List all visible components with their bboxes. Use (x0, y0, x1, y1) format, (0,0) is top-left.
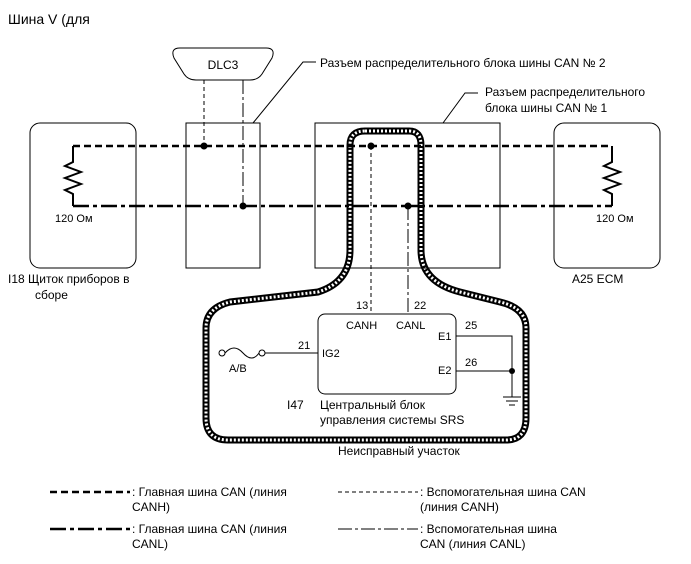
dlc3-label: DLC3 (208, 58, 239, 72)
srs-pin-canl: 22 (414, 300, 426, 312)
left-resistor (62, 146, 84, 206)
srs-terminal-e1: E1 (438, 331, 451, 343)
legend-main-canh-line2: CANH) (132, 500, 170, 514)
srs-unit-box (317, 313, 457, 395)
jb1-label-line2: блока шины CAN № 1 (485, 101, 607, 115)
instrument-cluster-box (29, 122, 137, 269)
junction-block-1-box (314, 122, 501, 269)
srs-name-line2: управления системы SRS (320, 413, 464, 427)
legend-aux-canl-line2: CAN (линия CANL) (420, 537, 526, 551)
jb1-label-leader (442, 92, 478, 124)
srs-e1-wire (456, 335, 513, 397)
jb1-label-line1: Разъем распределительного (485, 85, 645, 99)
junction-block-2-box (185, 122, 261, 269)
instrument-cluster-label-line1: I18 Щиток приборов в (8, 272, 129, 286)
legend-aux-canh-line2: (линия CANH) (420, 500, 499, 514)
srs-code: I47 (287, 398, 304, 412)
ecm-label: A25 ECM (572, 272, 623, 286)
right-resistor (601, 146, 623, 206)
right-resistor-value: 120 Ом (596, 213, 634, 225)
jb2-label-leader (252, 61, 316, 124)
srs-name-line1: Центральный блок (320, 398, 426, 412)
srs-terminal-canh: CANH (346, 320, 377, 332)
fuse-icon (218, 347, 266, 359)
jb2-canl-junction (239, 202, 247, 210)
fuse-label: A/B (229, 363, 247, 375)
srs-pin-e1: 25 (465, 320, 477, 332)
ecm-box (553, 122, 661, 269)
srs-pin-canh: 13 (356, 300, 368, 312)
left-resistor-value: 120 Ом (55, 213, 93, 225)
srs-terminal-ig2: IG2 (322, 348, 340, 360)
legend-main-canl-line1: : Главная шина CAN (линия (132, 522, 287, 536)
legend-main-canl-line2: CANL) (132, 537, 168, 551)
fault-area-label: Неисправный участок (338, 444, 461, 458)
jb2-label: Разъем распределительного блока шины CAN… (320, 56, 606, 70)
ground-junction (509, 368, 515, 374)
ground-icon (503, 396, 521, 406)
legend-aux-canh-line1: : Вспомогательная шина CAN (420, 485, 586, 499)
fault-area-hatch (204, 129, 528, 442)
srs-terminal-canl: CANL (396, 320, 425, 332)
instrument-cluster-label-line2: сборе (35, 288, 68, 302)
srs-pin-ig2: 21 (298, 340, 310, 352)
legend-main-canh-line1: : Главная шина CAN (линия (132, 485, 287, 499)
diagram-title: Шина V (для (8, 11, 90, 27)
srs-pin-e2: 26 (465, 357, 477, 369)
jb2-canh-junction (200, 142, 208, 150)
dlc3-connector (172, 47, 274, 81)
srs-terminal-e2: E2 (438, 365, 451, 377)
legend-aux-canl-line1: : Вспомогательная шина (420, 522, 557, 536)
